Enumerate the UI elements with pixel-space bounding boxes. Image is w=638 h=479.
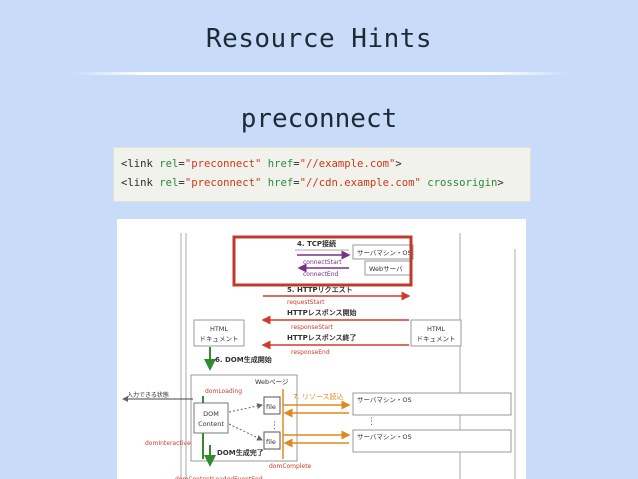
timing-diagram-svg: 4. TCP接続 サーバマシン・OS Webサーバ connectStart c…	[122, 233, 516, 479]
request-start-label: requestStart	[287, 299, 325, 306]
html-doc-client-line1: HTML	[210, 325, 228, 333]
file-icon	[263, 431, 281, 450]
html-doc-server-line2: ドキュメント	[417, 335, 456, 343]
title-divider	[70, 72, 570, 75]
server-machine-box-2	[352, 392, 512, 416]
server-machine-label-2: サーバマシン・OS	[357, 396, 412, 404]
dom-content-line1: DOM	[203, 410, 219, 418]
response-end-label: responseEnd	[291, 349, 330, 356]
response-begin-label: HTTPレスポンス開始	[287, 308, 357, 317]
preconnect-highlight-box	[232, 235, 413, 287]
dom-interactive-label: domInteractive	[145, 440, 191, 447]
code-tag-open: <link	[121, 158, 153, 170]
dom-loading-label: domLoading	[205, 388, 242, 395]
dom-complete-label: domComplete	[269, 463, 312, 470]
code-value-rel: "preconnect"	[184, 158, 262, 170]
server-machine-box-3	[352, 429, 512, 453]
server-machine-box	[352, 244, 414, 260]
code-equals: =	[293, 158, 300, 170]
response-end-title: HTTPレスポンス終了	[287, 333, 357, 342]
html-document-server	[410, 319, 462, 347]
code-equals: =	[178, 177, 185, 189]
navigation-timing-diagram: 4. TCP接続 サーバマシン・OS Webサーバ connectStart c…	[117, 219, 526, 479]
file-icon	[263, 396, 281, 415]
code-value-rel: "preconnect"	[184, 177, 262, 189]
code-value-href: "//cdn.example.com"	[299, 177, 421, 189]
dom-build-start-label: 6. DOM生成開始	[215, 355, 272, 364]
file-label-1: file	[266, 403, 276, 411]
vertical-ellipsis-icon: ⋮	[367, 417, 376, 427]
dom-content-box	[193, 402, 229, 434]
code-attr-href: href	[267, 158, 294, 170]
code-tag-open: <link	[121, 177, 153, 189]
server-machine-label: サーバマシン・OS	[357, 249, 412, 257]
server-machine-label-3: サーバマシン・OS	[357, 433, 412, 441]
code-tag-close: >	[395, 158, 402, 170]
dom-content-line2: Content	[198, 420, 224, 428]
web-server-label: Webサーバ	[369, 265, 403, 273]
code-line-1: <link rel="preconnect" href="//example.c…	[121, 155, 530, 174]
code-line-2: <link rel="preconnect" href="//cdn.examp…	[121, 174, 530, 193]
dom-build-done-label: DOM生成完了	[217, 448, 264, 457]
html-doc-client-line2: ドキュメント	[200, 335, 239, 343]
code-equals: =	[293, 177, 300, 189]
dom-content-loaded-label: domContentLoadedEventEnd	[175, 476, 263, 479]
code-equals: =	[178, 158, 185, 170]
connect-end-label: connectEnd	[303, 271, 339, 278]
code-value-href: "//example.com"	[299, 158, 396, 170]
file-label-2: file	[266, 438, 276, 446]
input-ready-label: 入力できる状態	[127, 391, 169, 399]
code-attr-crossorigin: crossorigin	[427, 177, 498, 189]
vertical-ellipsis-icon: ⋮	[270, 421, 279, 431]
http-request-label: 5. HTTPリクエスト	[287, 285, 353, 294]
tcp-connect-label: 4. TCP接続	[297, 239, 336, 248]
dom-to-file-1	[228, 403, 263, 413]
html-document-client	[193, 319, 245, 347]
slide-title: Resource Hints	[205, 24, 433, 54]
code-snippet: <link rel="preconnect" href="//example.c…	[113, 147, 531, 202]
web-page-label: Webページ	[255, 378, 289, 386]
code-attr-href: href	[267, 177, 294, 189]
code-tag-close: >	[497, 177, 504, 189]
code-attr-rel: rel	[159, 177, 179, 189]
response-start-label: responseStart	[291, 324, 334, 331]
connect-start-label: connectStart	[303, 259, 342, 266]
html-doc-server-line1: HTML	[427, 325, 445, 333]
slide-subtitle: preconnect	[240, 104, 398, 134]
resource-read-label: 7. リソース読込	[293, 392, 344, 401]
code-attr-rel: rel	[159, 158, 179, 170]
